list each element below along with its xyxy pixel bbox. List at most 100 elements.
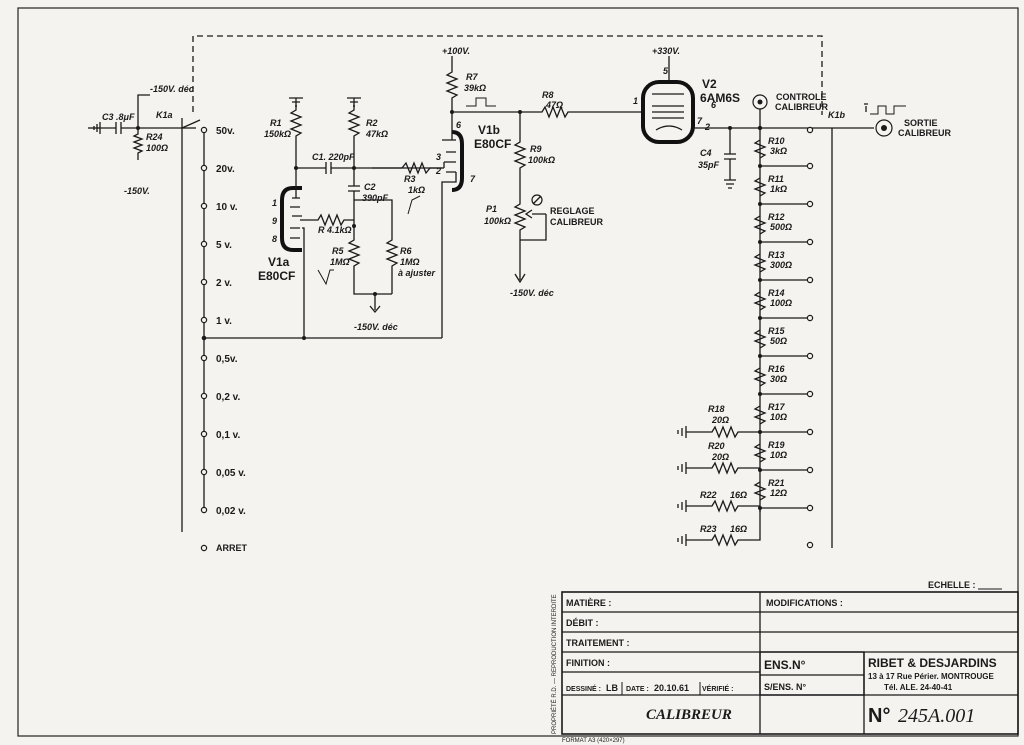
switch-pos-11: 0,02 v. [216,506,246,517]
switch-k1a: 50v. 20v. 10 v. 5 v. 2 v. 1 v. 0,5v. 0,2… [200,126,442,553]
r22-value: 16Ω [730,490,747,500]
r7-value: 39kΩ [464,83,486,93]
r15-name: R15 [768,326,786,336]
v1a-name: V1a [268,255,290,269]
r12-value: 500Ω [770,222,792,232]
drawing-title: CALIBREUR [646,707,732,723]
c1-label: C1. 220pF [312,152,355,162]
r20-name: R20 [708,441,725,451]
v2-pin-7: 7 [697,116,703,126]
k1a-label: K1a [156,110,173,120]
r6-name: R6 [400,246,412,256]
side-text: PROPRIÉTÉ R.D. — REPRODUCTION INTERDITE [551,594,558,734]
r6-note: à ajuster [398,268,436,278]
echelle-label: ECHELLE : [928,580,976,590]
matiere-label: MATIÈRE : [566,598,611,608]
r21-name: R21 [768,478,785,488]
switch-gang-dashed-line [192,35,823,115]
v2-pin-6: 6 [711,100,717,110]
r17-name: R17 [768,402,786,412]
v1b-pin-7: 7 [470,174,476,184]
finition-label: FINITION : [566,658,610,668]
c2-name: C2 [364,182,376,192]
p1-name: P1 [486,204,497,214]
controle-calibreur-label: CALIBREUR [775,102,828,112]
r11-name: R11 [768,174,784,184]
r13-value: 300Ω [770,260,792,270]
r20-value: 20Ω [711,452,729,462]
r3-value: 1kΩ [408,185,425,195]
modifications-label: MODIFICATIONS : [766,598,843,608]
controle-label: CONTROLE [776,92,827,102]
switch-pos-9: 0,1 v. [216,430,240,441]
r4-label: R 4.1kΩ [318,225,352,235]
r14-name: R14 [768,288,785,298]
supply-minus150-dec-mid: -150V. déc [354,322,398,332]
r6-value: 1MΩ [400,257,420,267]
r17-value: 10Ω [770,412,787,422]
r1-name: R1 [270,118,282,128]
r14-value: 100Ω [770,298,792,308]
v2-name: V2 [702,77,717,91]
sortie-label: SORTIE [904,118,938,128]
supply-minus150-left: -150V. [124,186,150,196]
r10-name: R10 [768,136,785,146]
v1b-pin-6: 6 [456,120,462,130]
switch-pos-3: 10 v. [216,202,238,213]
output-section: K1b SORTIE CALIBREUR [828,103,951,138]
r7-name: R7 [466,72,478,82]
r22-name: R22 [700,490,717,500]
company-name: RIBET & DESJARDINS [868,656,997,670]
sheet-border [17,7,1019,737]
switch-pos-4: 5 v. [216,240,232,251]
r24-value: 100Ω [146,143,168,153]
r23-value: 16Ω [730,524,747,534]
c4-value: 35pF [698,160,720,170]
title-block: ECHELLE : MATIÈRE : DÉBIT : TRAITEMENT :… [551,580,1019,744]
switch-pos-1: 50v. [216,126,235,137]
r2-value: 47kΩ [365,129,388,139]
switch-pos-7: 0,5v. [216,354,238,365]
supply-plus100: +100V. [442,46,470,56]
c3-label: C3 .8μF [102,112,135,122]
p1-value: 100kΩ [484,216,511,226]
v1b-pin-3: 3 [436,152,441,162]
c4-name: C4 [700,148,712,158]
v1b-type: E80CF [474,137,511,151]
switch-pos-5: 2 v. [216,278,232,289]
r8-value: 47Ω [545,100,563,110]
supply-minus150-dec-top: -150V. déc [150,84,194,94]
switch-pos-12: ARRET [216,543,248,553]
r18-value: 20Ω [711,415,729,425]
v2-pin-2: 2 [704,122,710,132]
v1a-pin-1: 1 [272,198,277,208]
r3-name: R3 [404,174,416,184]
date-label: DATE : [626,686,649,693]
date-value: 20.10.61 [654,683,689,693]
r9-value: 100kΩ [528,155,555,165]
r2-name: R2 [366,118,378,128]
switch-pos-2: 20v. [216,164,235,175]
switch-pos-8: 0,2 v. [216,392,240,403]
v1a-pin-9: 9 [272,216,277,226]
verifie-label: VÉRIFIÉ : [702,684,734,693]
switch-pos-10: 0,05 v. [216,468,246,479]
r13-name: R13 [768,250,785,260]
v2-pin-1: 1 [633,96,638,106]
reglage-label: REGLAGE [550,206,595,216]
drawing-number: 245A.001 [898,705,975,727]
company-tel: Tél. ALE. 24-40-41 [884,683,953,692]
debit-label: DÉBIT : [566,618,599,628]
r5-name: R5 [332,246,344,256]
r16-value: 30Ω [770,374,787,384]
r21-value: 12Ω [770,488,787,498]
k1b-label: K1b [828,110,846,120]
r12-name: R12 [768,212,785,222]
input-section: C3 .8μF R24 100Ω K1a -150V. déc -150V. [88,84,201,532]
drawing-number-prefix: N° [868,705,890,727]
v1a-pin-8: 8 [272,234,277,244]
r8-name: R8 [542,90,554,100]
c2-value: 390pF [362,193,389,203]
supply-minus150-dec-right: -150V. déc [510,288,554,298]
v1a-stage: R1 150kΩ R2 47kΩ C1. 220pF C2 390pF R 4.… [258,97,444,340]
